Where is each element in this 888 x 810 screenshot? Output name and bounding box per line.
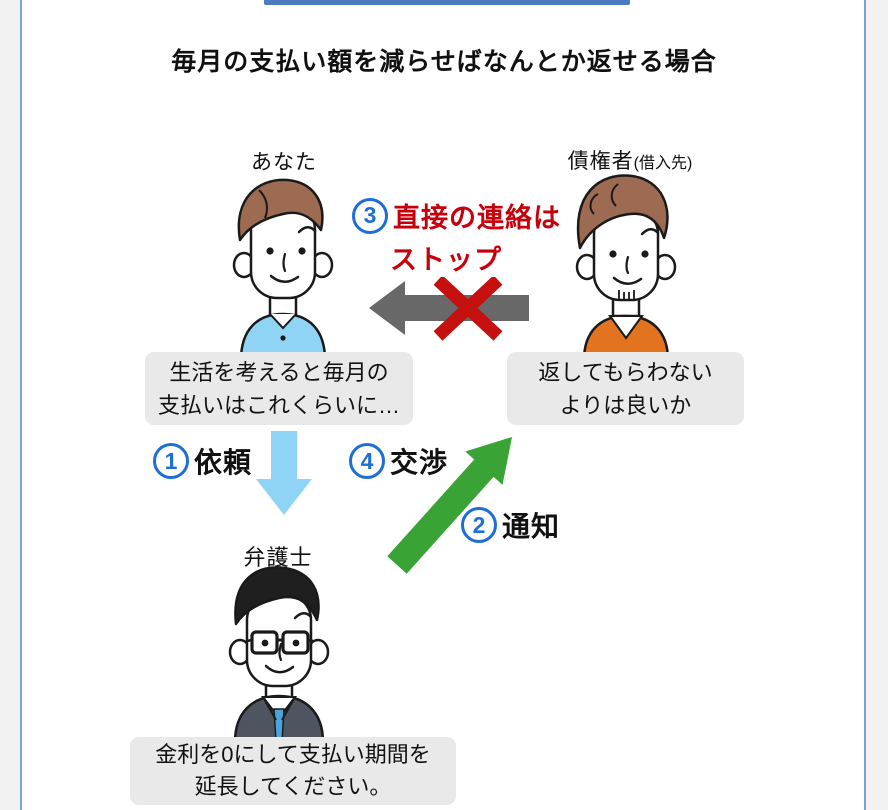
creditor-speech-bubble: 返してもらわない よりは良いか [507,352,744,425]
gray-left-arrow [369,281,529,335]
lawyer-bubble-line1: 金利を0にして支払い期間を [155,742,431,767]
step-3-stop: 3 直接の連絡は ストップ [352,196,561,277]
you-speech-bubble: 生活を考えると毎月の 支払いはこれくらいに… [145,352,413,425]
you-hair [237,178,324,242]
step4-number-circle: 4 [349,443,385,479]
step3-label-line2: ストップ [390,245,502,275]
notice-up-arrow-icon [387,437,512,574]
creditor-label-note: (借入先) [633,155,693,172]
step-1-request: 1 依頼 [153,441,252,481]
step3-label-line1: 直接の連絡は [393,203,561,233]
request-down-arrow-icon [256,431,312,515]
lawyer-illustration [228,566,330,742]
step-2-notice: 2 通知 [461,505,560,545]
step1-number-circle: 1 [153,443,189,479]
creditor-hair [576,174,669,250]
step-4-negotiation: 4 交渉 [349,441,448,481]
blocked-arrow-icon [369,277,529,341]
creditor-label-main: 債権者 [567,150,634,173]
creditor-bubble-line2: よりは良いか [559,392,692,418]
lawyer-speech-bubble: 金利を0にして支払い期間を 延長してください。 [130,737,456,805]
step2-number-circle: 2 [461,507,497,543]
lawyer-hair [234,566,320,626]
creditor-goatee [618,290,635,301]
diagram-title: 毎月の支払い額を減らせばなんとか返せる場合 [171,48,717,76]
you-bubble-line1: 生活を考えると毎月の [169,359,389,385]
top-accent-bar [264,0,630,5]
creditor-bubble-line1: 返してもらわない [538,359,713,385]
lawyer-bubble-line2: 延長してください。 [194,774,392,799]
step3-number-circle: 3 [352,197,388,234]
you-bubble-line2: 支払いはこれくらいに… [157,392,400,418]
you-label: あなた [251,151,317,174]
step2-label: 通知 [502,511,561,542]
lawyer-glasses [246,630,314,655]
lawyer-label: 弁護士 [243,545,313,570]
you-illustration [232,178,334,360]
step1-label: 依頼 [194,447,253,478]
red-cross-icon [433,277,503,341]
creditor-label: 債権者(借入先) [530,145,730,175]
lawyer-tie [273,708,285,742]
step4-label: 交渉 [390,447,449,478]
creditor-illustration [575,174,677,360]
